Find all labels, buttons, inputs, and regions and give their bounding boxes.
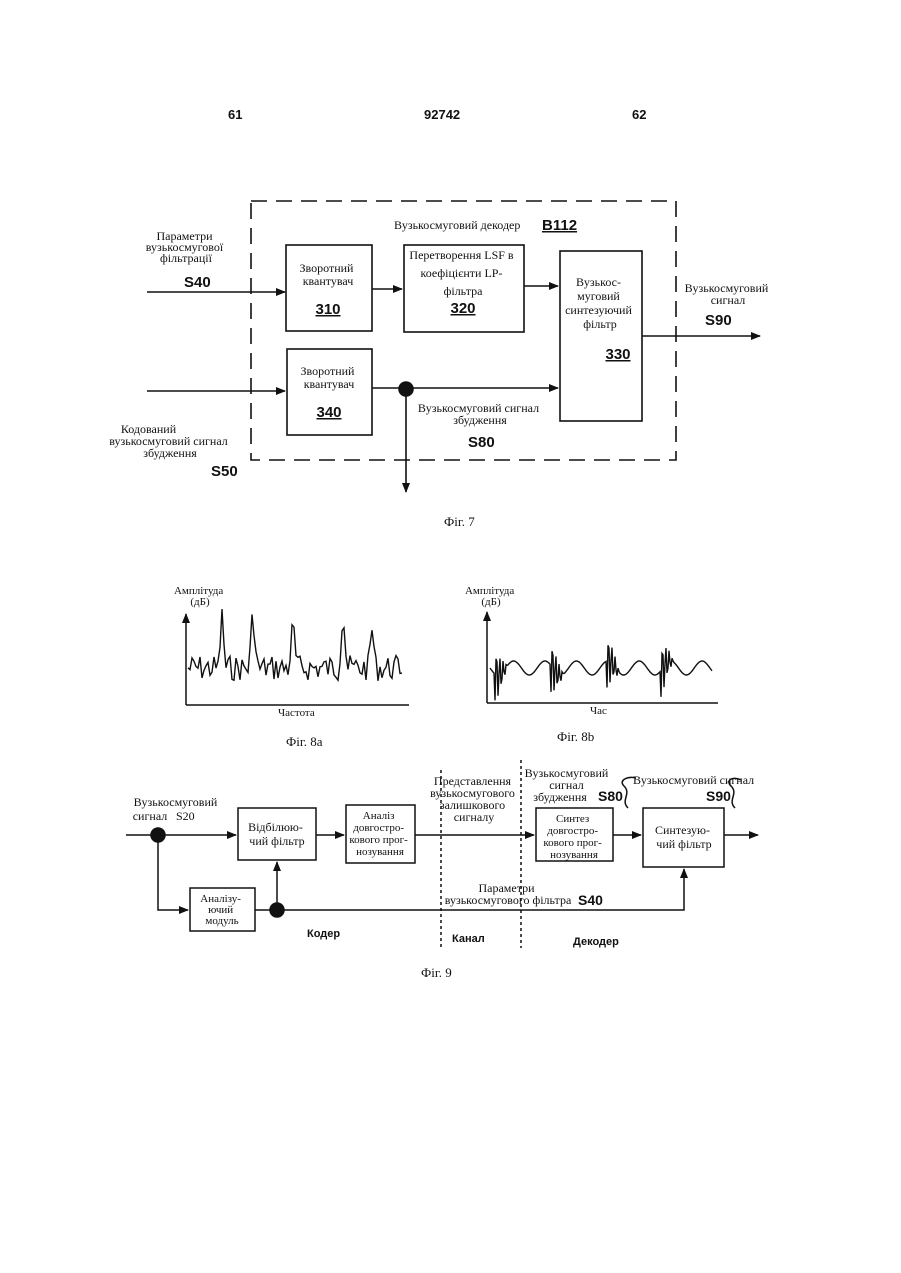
fig8a-ylabel: Амплітуда (дБ) [174, 585, 226, 608]
encoder-label: Кодер [307, 928, 340, 940]
synthesis-filter-label: Синтезую- чий фільтр [655, 823, 713, 851]
filter-params-id: S40 [578, 892, 603, 908]
input-to-analysis-arrow [158, 835, 188, 910]
page-header: 61 92742 62 [228, 107, 646, 122]
s40-id: S40 [184, 274, 211, 291]
analysis-module-label: Аналізу- ючий модуль [200, 893, 243, 927]
filter-params-label: Параметри вузькосмугового фільтра [445, 881, 572, 907]
input-node [151, 828, 165, 842]
fig8a-caption: Фіг. 8a [286, 734, 323, 749]
block-340 [287, 349, 372, 435]
patent-number: 92742 [424, 107, 460, 122]
ltp-synthesis-label: Синтез довгостро- кового прог- нозування [543, 813, 604, 861]
s40-label: Параметри вузькосмугової фільтрації [146, 229, 226, 265]
channel-label: Канал [452, 933, 485, 945]
s90-label: Вузькосмуговий сигнал [685, 281, 772, 307]
params-node [270, 903, 284, 917]
whitening-filter-label: Відбілюю- чий фільтр [248, 820, 306, 848]
fig8a-spectrum-trace [188, 609, 402, 681]
s50-label: Кодований вузькосмуговий сигнал збудженн… [109, 422, 231, 460]
block-320-id: 320 [450, 300, 475, 317]
fig9-caption: Фіг. 9 [421, 965, 452, 980]
fig8b-time-trace [490, 645, 712, 700]
right-page-number: 62 [632, 107, 646, 122]
fig8b-xlabel: Час [590, 705, 607, 717]
branch-node [399, 382, 413, 396]
residual-label: Представлення вузькосмугового залишковог… [430, 774, 518, 824]
figure-9-labels: Вузькосмуговий сигнал S20 Відбілюю- чий … [133, 766, 754, 980]
left-page-number: 61 [228, 107, 242, 122]
figure-8b: Амплітуда (дБ) Час Фіг. 8b [465, 585, 718, 744]
ltp-analysis-label: Аналіз довгостро- кового прог- нозування [349, 810, 410, 858]
block-310-id: 310 [315, 301, 340, 318]
block-330-label: Вузькос- муговий синтезуючий фільтр [565, 275, 635, 331]
block-310 [286, 245, 372, 331]
fig8b-ylabel: Амплітуда (дБ) [465, 585, 517, 608]
block-310-label: Зворотний квантувач [300, 261, 357, 288]
block-340-label: Зворотний квантувач [301, 364, 358, 391]
block-330-id: 330 [605, 346, 630, 363]
s80-label: Вузькосмуговий сигнал збудження [418, 401, 542, 427]
s50-id: S50 [211, 463, 238, 480]
s80-id: S80 [468, 434, 495, 451]
output-signal-label: Вузькосмуговий сигнал [633, 773, 754, 787]
input-signal-id: S20 [176, 809, 195, 823]
fig8b-caption: Фіг. 8b [557, 729, 594, 744]
s90-id: S90 [705, 312, 732, 329]
fig7-caption: Фіг. 7 [444, 514, 475, 529]
decoder-id: B112 [542, 217, 577, 234]
output-signal-id: S90 [706, 788, 731, 804]
block-320-label: Перетворення LSF в коефіцієнти LP- фільт… [409, 248, 516, 298]
excitation-id: S80 [598, 788, 623, 804]
decoder-label: Декодер [573, 936, 619, 948]
fig8a-xlabel: Частота [278, 707, 315, 719]
figure-7-labels: Параметри вузькосмугової фільтрації S40 … [109, 217, 771, 529]
decoder-label: Вузькосмуговий декодер [394, 218, 520, 232]
figure-8a: Амплітуда (дБ) Частота Фіг. 8a [174, 585, 409, 749]
block-340-id: 340 [316, 404, 341, 421]
figure-7 [147, 201, 760, 492]
